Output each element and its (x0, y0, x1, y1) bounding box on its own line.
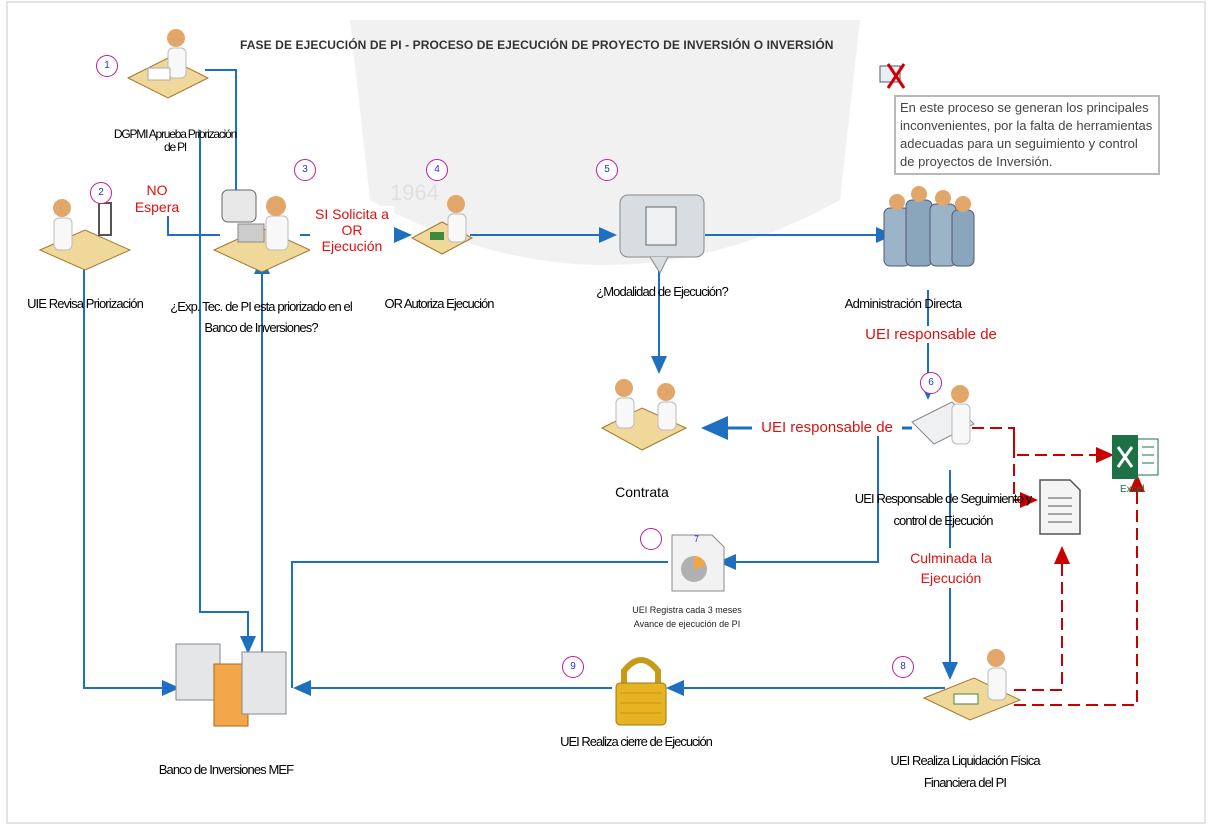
label-dgpmi: DGPMI Aprueba Priorización de PI (113, 127, 237, 154)
excel-icon (1112, 435, 1159, 479)
label-or-autoriza: OR Autoriza Ejecución (384, 296, 494, 311)
watermark-year: 1964 (390, 180, 439, 205)
cond-si-solicita: SI Solicita a OR Ejecución (310, 206, 394, 254)
admin-directa-figure (883, 186, 975, 267)
or-figure (410, 195, 474, 255)
step-7-ring (640, 528, 662, 550)
cond-culminada: Culminada la Ejecución (896, 548, 1006, 588)
modalidad-symbol (619, 194, 705, 275)
label-uei-seguimiento: UEI Responsable de Seguimiento y control… (854, 491, 1032, 528)
banco-servers (175, 643, 287, 727)
label-uei-liquidacion: UEI Realiza Liquidación Física Financier… (890, 753, 1040, 790)
label-uei-registra-1: UEI Registra cada 3 meses (632, 605, 742, 615)
step-4: 4 (426, 159, 448, 181)
expediente-figure (212, 189, 312, 273)
label-administracion: Administración Directa (844, 296, 962, 311)
label-uei-registra-2: Avance de ejecución de PI (633, 619, 741, 629)
step-6: 6 (920, 372, 942, 394)
dgpmi-figure (126, 29, 210, 99)
contrata-figure (600, 379, 688, 451)
step-3: 3 (294, 159, 316, 181)
label-excel: Excel (1120, 484, 1145, 495)
step-2: 2 (90, 182, 112, 204)
cond-uei-responsable-2: UEI responsable de (752, 419, 902, 436)
note-warning-icon (879, 63, 906, 89)
label-uie: UIE Revisa Priorización (27, 296, 144, 311)
step-9: 9 (562, 656, 584, 678)
label-contrata: Contrata (615, 484, 669, 500)
registra-document (671, 534, 725, 592)
uei-seguimiento-figure (911, 385, 975, 445)
cond-no-espera: NO Espera (132, 182, 182, 216)
diagram-title: FASE DE EJECUCIÓN DE PI - PROCESO DE EJE… (240, 38, 834, 52)
label-modalidad: ¿Modalidad de Ejecución? (596, 284, 729, 299)
doc-flow-lines (972, 427, 1145, 706)
uei-liquidacion-figure (922, 649, 1022, 721)
report-document (1039, 479, 1081, 535)
step-1: 1 (96, 55, 118, 77)
step-8: 8 (892, 656, 914, 678)
label-uei-cierre: UEI Realiza cierre de Ejecución (560, 734, 713, 749)
step-5: 5 (596, 159, 618, 181)
padlock-icon (615, 657, 667, 726)
frame (6, 1, 1206, 824)
label-banco: Banco de Inversiones MEF (158, 762, 294, 777)
label-expediente: ¿Exp. Tec. de PI esta priorizado en el B… (170, 299, 353, 335)
step-7: 7 (694, 534, 700, 544)
cond-uei-responsable-1: UEI responsable de (856, 326, 1006, 343)
problem-note: En este proceso se generan los principal… (894, 95, 1160, 175)
uie-figure (38, 199, 132, 271)
watermark-shield (350, 20, 860, 265)
